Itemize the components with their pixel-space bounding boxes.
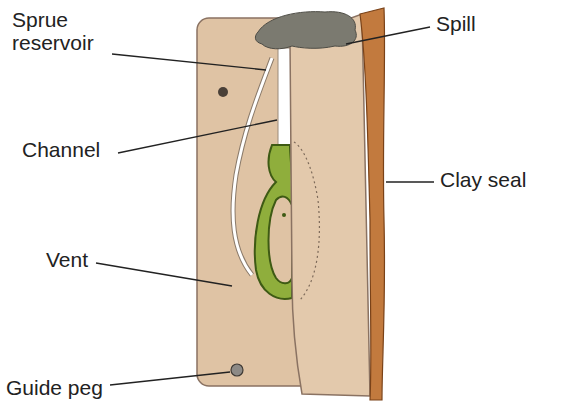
leader-line — [386, 181, 434, 182]
leader-line — [96, 263, 232, 286]
guide-hole — [218, 87, 228, 97]
leader-line — [110, 372, 230, 385]
part-label: Clay seal — [440, 168, 570, 191]
hidden-cavity — [294, 142, 319, 300]
part-label: Sprue reservoir — [12, 8, 122, 54]
leader-line — [112, 54, 266, 70]
part-label: Vent — [46, 248, 136, 271]
casting-detail — [282, 213, 286, 217]
casting — [255, 145, 292, 299]
leader-line — [118, 120, 277, 153]
guide-peg — [231, 364, 243, 376]
mould-front-half — [290, 14, 370, 396]
channel — [278, 48, 291, 145]
casting-hole — [269, 197, 293, 284]
part-label: Spill — [436, 12, 556, 35]
sprue-reservoir — [255, 12, 356, 49]
part-label: Guide peg — [6, 376, 136, 399]
clay-seal — [360, 8, 385, 400]
leader-line — [346, 27, 430, 44]
leader-lines — [96, 27, 434, 385]
part-label: Channel — [22, 138, 152, 161]
